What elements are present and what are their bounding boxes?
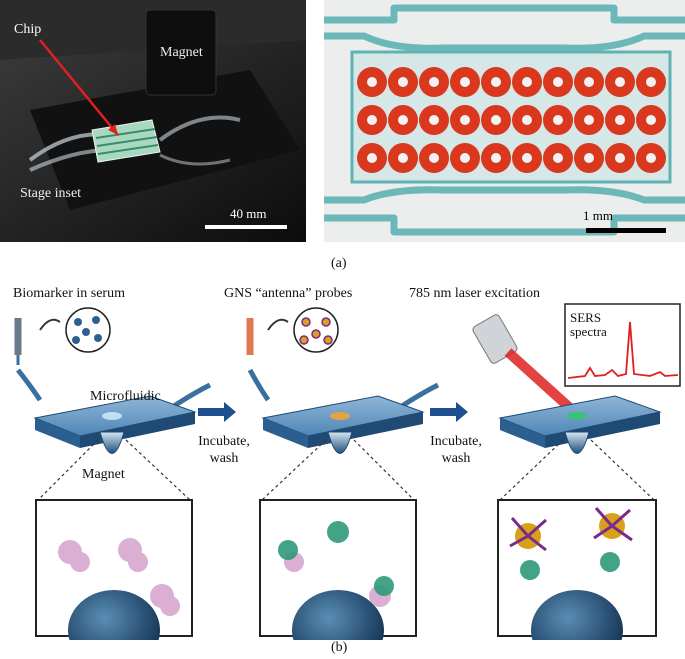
well-center: [429, 77, 439, 87]
chip-photo: [0, 0, 306, 242]
microfluidic-label: Microfluidic: [90, 389, 161, 404]
objective-lens: [472, 314, 518, 364]
microwell-array-graphic: [324, 0, 685, 242]
gns-star-2: [593, 507, 633, 542]
chip-arrow: [39, 39, 119, 136]
well-center: [646, 77, 656, 87]
well-center: [398, 153, 408, 163]
device-2: [247, 368, 440, 454]
sers-spectrum-line: [567, 321, 679, 379]
incubate-wash-1: Incubate, wash: [198, 434, 250, 466]
well-center: [460, 153, 470, 163]
well-center: [367, 115, 377, 125]
magnet-label-b: Magnet: [82, 467, 125, 482]
well-center: [646, 153, 656, 163]
scale-bar: [205, 225, 287, 229]
panel-a-label: (a): [331, 256, 347, 271]
step1-title: Biomarker in serum: [13, 286, 125, 301]
panel-b-label: (b): [331, 640, 348, 655]
well-center: [646, 115, 656, 125]
device-1: [16, 368, 212, 454]
scale-label-1mm: 1 mm: [583, 208, 613, 223]
magnet-label: Magnet: [160, 45, 203, 60]
well-center: [460, 77, 470, 87]
microwell-array-photo: [324, 0, 685, 242]
well-center: [522, 77, 532, 87]
process-arrow-2: [430, 402, 468, 422]
chip-photo-graphic: [0, 0, 306, 242]
well-center: [584, 115, 594, 125]
well-center: [615, 153, 625, 163]
well-center: [398, 115, 408, 125]
well-center: [522, 153, 532, 163]
well-center: [491, 115, 501, 125]
gns-star-1: [509, 517, 547, 552]
step2-title: GNS “antenna” probes: [224, 286, 353, 301]
well-center: [367, 153, 377, 163]
well-center: [584, 77, 594, 87]
well-center: [491, 77, 501, 87]
well-center: [429, 153, 439, 163]
process-arrow-1: [198, 402, 236, 422]
well-center: [615, 115, 625, 125]
chip-label: Chip: [14, 22, 42, 37]
well-center: [553, 115, 563, 125]
well-center: [615, 77, 625, 87]
well-center: [553, 77, 563, 87]
laser-beam: [504, 348, 574, 412]
well-center: [553, 153, 563, 163]
workflow-diagram: [14, 303, 681, 640]
scale-label: 40 mm: [230, 206, 267, 221]
device-3: [498, 395, 662, 454]
bead-1: [58, 538, 180, 640]
stage-inset-label: Stage inset: [20, 186, 82, 201]
scale-bar-1mm: [586, 228, 666, 233]
well-center: [367, 77, 377, 87]
bead-3: [509, 507, 633, 640]
well-center: [491, 153, 501, 163]
well-center: [522, 115, 532, 125]
sers-spectra-label: SERS spectra: [570, 310, 607, 339]
bead-2: [278, 521, 394, 640]
incubate-wash-2: Incubate, wash: [430, 434, 482, 466]
well-center: [429, 115, 439, 125]
well-center: [460, 115, 470, 125]
well-center: [584, 153, 594, 163]
step3-title: 785 nm laser excitation: [409, 286, 541, 301]
well-center: [398, 77, 408, 87]
